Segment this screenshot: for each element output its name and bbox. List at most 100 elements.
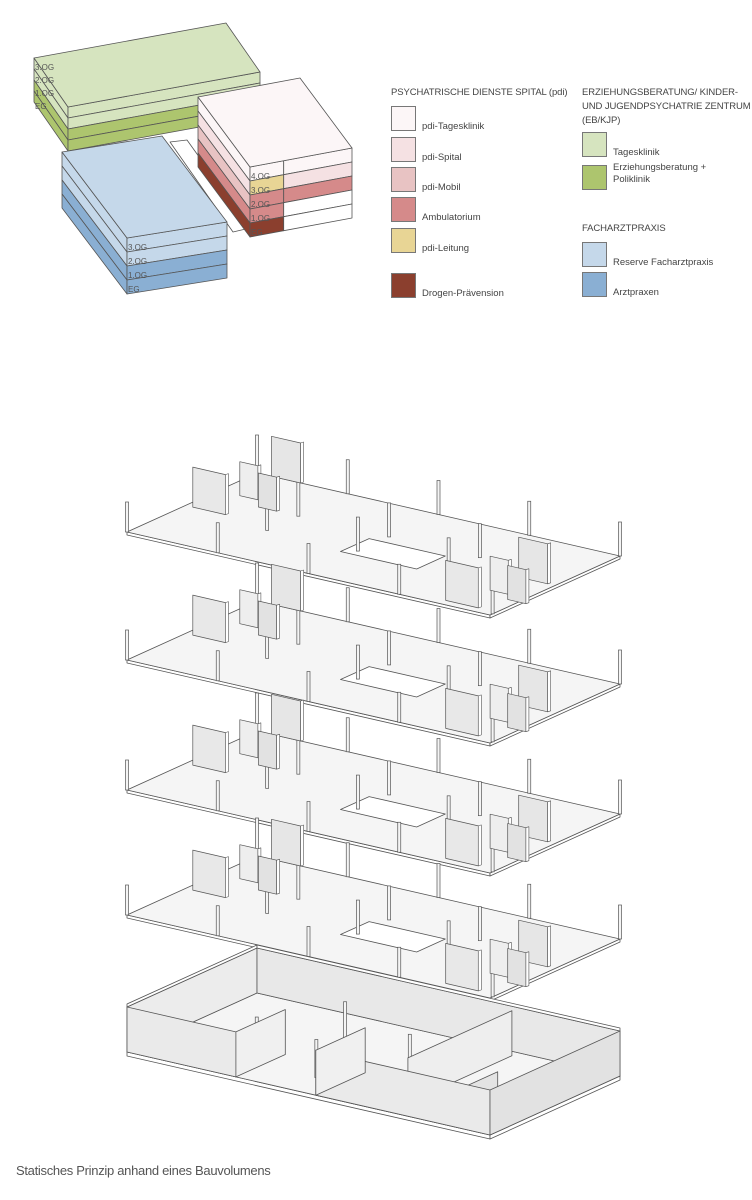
shear-wall (239, 461, 259, 501)
pink-block-front-face (283, 203, 353, 232)
column (618, 779, 622, 815)
column (356, 516, 360, 552)
column (306, 543, 311, 574)
shear-wall-edge (525, 826, 530, 863)
pink-block-floor-label: 3.OG (251, 186, 270, 195)
shear-wall (445, 943, 479, 992)
legend-title-line: (EB/KJP) (582, 115, 621, 126)
column (618, 521, 622, 557)
slab-opening (340, 921, 446, 953)
legend-item-arztpraxen: Arztpraxen (582, 272, 659, 298)
column (296, 481, 301, 517)
column (343, 1001, 347, 1041)
shear-wall (258, 855, 277, 895)
legend-label-line: Poliklinik (613, 174, 650, 185)
shear-wall (445, 688, 479, 737)
slab-opening (340, 796, 446, 828)
legend-item-pdi-leitung: pdi-Leitung (391, 228, 470, 254)
shear-wall-edge (276, 603, 280, 640)
legend-swatch (391, 167, 416, 192)
shear-wall-edge (477, 566, 482, 609)
shear-wall (489, 683, 509, 723)
blue-block-floor-label: 1.OG (128, 271, 147, 280)
shear-wall-edge (477, 694, 482, 737)
blue-block-floor-label: 3.OG (128, 243, 147, 252)
shear-wall (192, 724, 226, 773)
column (125, 501, 129, 533)
legend-swatch (391, 273, 416, 298)
shear-wall (258, 600, 277, 640)
column (296, 739, 301, 775)
shear-wall (271, 435, 301, 484)
pink-block-floor-label: 4.OG (251, 172, 270, 181)
legend-title-line: ERZIEHUNGSBERATUNG/ KINDER- (582, 87, 738, 98)
pink-block-floor-label: EG (251, 228, 263, 237)
column (618, 649, 622, 685)
column (397, 946, 402, 978)
shear-wall (489, 813, 509, 853)
column (345, 842, 350, 878)
legend-item-pdi-spital: pdi-Spital (391, 137, 462, 163)
shear-wall (507, 693, 527, 733)
column (387, 502, 391, 538)
legend-swatch (391, 197, 416, 222)
shear-wall-edge (547, 670, 552, 713)
shear-wall (271, 693, 301, 742)
legend-label: pdi-Mobil (422, 182, 461, 193)
shear-wall (239, 589, 259, 629)
shear-wall-edge (477, 949, 482, 992)
legend-swatch (391, 228, 416, 253)
shear-wall-edge (547, 925, 552, 968)
legend-item-erziehungsberatung: Erziehungsberatung +Poliklinik (582, 162, 706, 190)
column (125, 759, 129, 791)
blue-block-floor-label: EG (128, 285, 140, 294)
column (387, 885, 391, 921)
legend-item-tagesklinik: Tagesklinik (582, 132, 659, 158)
column (436, 608, 441, 643)
legend-item-reserve-facharztpraxis: Reserve Facharztpraxis (582, 242, 713, 268)
blue-block-roof (61, 135, 228, 239)
basement-wall-top (256, 944, 621, 1032)
green-block-floor-label: 3.OG (35, 63, 54, 72)
column (215, 780, 220, 812)
basement-wall-return (315, 1027, 366, 1096)
shear-wall (271, 563, 301, 612)
shear-wall (192, 594, 226, 643)
shear-wall (507, 948, 527, 988)
legend-swatch (582, 132, 607, 157)
column (527, 883, 532, 919)
green-block-floor-label: 1.OG (35, 89, 54, 98)
column (215, 905, 220, 937)
legend-swatch (391, 106, 416, 131)
legend-swatch (391, 137, 416, 162)
legend-item-pdi-tagesklinik: pdi-Tagesklinik (391, 106, 484, 132)
slab-opening (340, 538, 446, 570)
shear-wall-edge (547, 800, 552, 843)
shear-wall (445, 818, 479, 867)
shear-wall (258, 730, 277, 770)
column (296, 609, 301, 645)
shear-wall (258, 472, 277, 512)
shear-wall (192, 849, 226, 898)
shear-wall-edge (477, 824, 482, 867)
column (527, 758, 532, 794)
shear-wall-edge (525, 696, 530, 733)
shear-wall-edge (225, 856, 229, 898)
legend-label: pdi-Leitung (422, 243, 470, 254)
column (618, 904, 622, 940)
column (296, 864, 301, 900)
column (436, 738, 441, 773)
shear-wall-edge (525, 568, 530, 605)
legend-item-drogen-praevension: Drogen-Prävension (391, 273, 504, 299)
column (345, 717, 350, 753)
column (215, 650, 220, 682)
column (125, 629, 129, 661)
legend-label: pdi-Spital (422, 152, 462, 163)
shear-wall (507, 565, 527, 605)
pink-block-floor-label: 1.OG (251, 214, 270, 223)
legend-label: Arztpraxen (613, 287, 659, 298)
legend-swatch (582, 242, 607, 267)
shear-wall-edge (300, 699, 304, 742)
green-block-floor-label: EG (35, 102, 47, 111)
